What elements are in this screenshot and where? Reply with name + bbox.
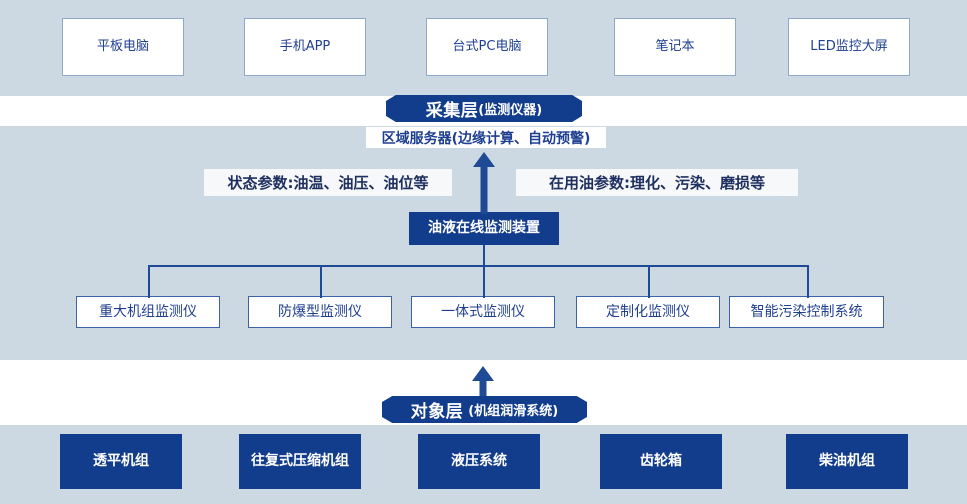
tree-drop-2 [320,265,322,298]
monitor-node-label: 重大机组监测仪 [99,303,197,320]
inuse-oil-parameters-plate: 在用油参数:理化、污染、磨损等 [516,169,798,196]
regional-server-label: 区域服务器(边缘计算、自动预警) [366,127,606,148]
tree-stem [483,245,485,266]
equipment-node-reciprocating-compressor[interactable]: 往复式压缩机组 [239,434,361,489]
status-parameters-plate: 状态参数:油温、油压、油位等 [204,169,452,196]
presentation-node-label: 平板电脑 [96,39,149,55]
object-to-collection-arrow [470,366,496,400]
equipment-node-label: 透平机组 [93,453,149,470]
tree-drop-4 [648,265,650,298]
equipment-node-label: 齿轮箱 [640,453,682,470]
tree-bus [148,265,808,267]
monitor-node-label: 一体式监测仪 [441,303,525,320]
equipment-node-label: 液压系统 [451,453,507,470]
status-parameters-text: 状态参数:油温、油压、油位等 [227,174,429,192]
presentation-node-label: 笔记本 [655,39,695,55]
monitor-node-major-unit[interactable]: 重大机组监测仪 [76,296,220,328]
oil-online-monitoring-device-box[interactable]: 油液在线监测装置 [409,212,559,245]
presentation-node-led-wall[interactable]: LED监控大屏 [788,18,910,76]
object-layer-banner-subtitle: (机组润滑系统) [468,404,559,419]
regional-server-text: 区域服务器(边缘计算、自动预警) [381,130,591,147]
equipment-node-hydraulic-system[interactable]: 液压系统 [418,434,540,489]
monitor-node-customized[interactable]: 定制化监测仪 [576,296,720,328]
monitor-node-integrated[interactable]: 一体式监测仪 [411,296,555,328]
presentation-node-label: LED监控大屏 [810,39,888,55]
presentation-node-laptop[interactable]: 笔记本 [614,18,736,76]
tree-drop-5 [807,265,809,298]
equipment-node-diesel-unit[interactable]: 柴油机组 [786,434,908,489]
presentation-node-tablet[interactable]: 平板电脑 [62,18,184,76]
equipment-node-turbine-unit[interactable]: 透平机组 [60,434,182,489]
equipment-node-gearbox[interactable]: 齿轮箱 [600,434,722,489]
presentation-node-label: 台式PC电脑 [452,39,522,55]
monitor-node-explosion-proof[interactable]: 防爆型监测仪 [248,296,392,328]
collection-layer-banner-subtitle: (监测仪器) [478,103,543,118]
object-layer-banner-title: 对象层 [410,402,464,422]
presentation-node-mobile-app[interactable]: 手机APP [244,18,366,76]
monitor-node-label: 定制化监测仪 [606,303,690,320]
tree-drop-3 [483,265,485,298]
tree-drop-1 [148,265,150,298]
equipment-node-label: 柴油机组 [819,453,875,470]
monitor-node-label: 防爆型监测仪 [278,303,362,320]
collection-layer-banner: 采集层 (监测仪器) [386,95,582,122]
presentation-node-label: 手机APP [279,39,331,55]
collection-layer-banner-title: 采集层 [425,101,479,121]
inuse-oil-parameters-text: 在用油参数:理化、污染、磨损等 [548,174,765,192]
monitor-node-smart-contamination-control[interactable]: 智能污染控制系统 [729,296,884,328]
device-to-server-arrow [471,152,497,214]
presentation-node-desktop-pc[interactable]: 台式PC电脑 [426,18,548,76]
object-layer-banner: 对象层 (机组润滑系统) [382,396,587,423]
monitor-node-label: 智能污染控制系统 [750,303,863,320]
oil-online-monitoring-device-label: 油液在线监测装置 [428,220,540,237]
equipment-node-label: 往复式压缩机组 [251,453,349,470]
